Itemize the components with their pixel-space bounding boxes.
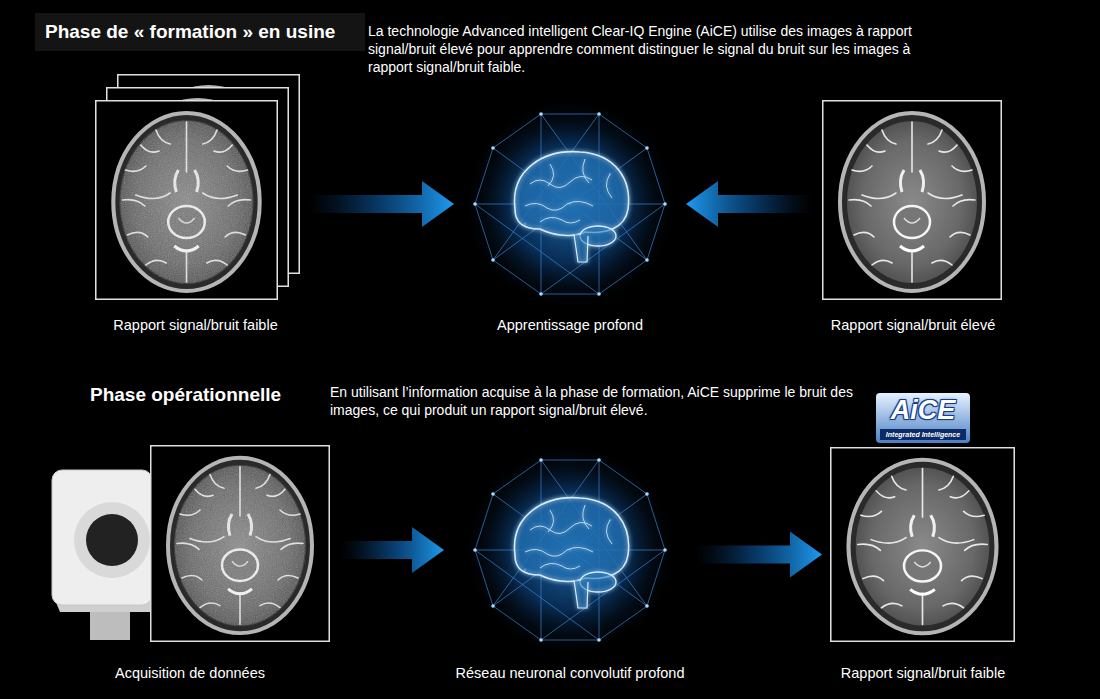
- image-panel: Rapport signal/bruit faible: [822, 445, 1024, 682]
- image-panel: Acquisition de données: [39, 440, 341, 682]
- image-panel: Apprentissage profond: [454, 92, 686, 334]
- panel-caption: Rapport signal/bruit faible: [822, 664, 1024, 682]
- phase-heading: Phase de « formation » en usine: [45, 20, 365, 44]
- description-text: La technologie Advanced intelligent Clea…: [368, 22, 948, 76]
- phase-heading: Phase opérationnelle: [90, 383, 320, 407]
- flow-arrow: [696, 532, 822, 578]
- panel-caption: Réseau neuronal convolutif profond: [444, 664, 696, 682]
- image-panel: Rapport signal/bruit faible: [82, 74, 309, 334]
- image-panel: Rapport signal/bruit élevé: [812, 98, 1014, 334]
- flow-arrow: [341, 527, 444, 573]
- panel-caption: Acquisition de données: [39, 664, 341, 682]
- logo-text: AiCE: [876, 394, 970, 426]
- description-text: En utilisant l’information acquise à la …: [330, 383, 860, 419]
- flow-arrow: [686, 181, 812, 227]
- panel-caption: Rapport signal/bruit faible: [82, 316, 309, 334]
- image-panel: Réseau neuronal convolutif profond: [444, 436, 696, 682]
- panel-caption: Rapport signal/bruit élevé: [812, 316, 1014, 334]
- panel-caption: Apprentissage profond: [454, 316, 686, 334]
- logo-subtitle: Integrated Intelligence: [876, 429, 970, 440]
- flow-arrow: [309, 181, 454, 227]
